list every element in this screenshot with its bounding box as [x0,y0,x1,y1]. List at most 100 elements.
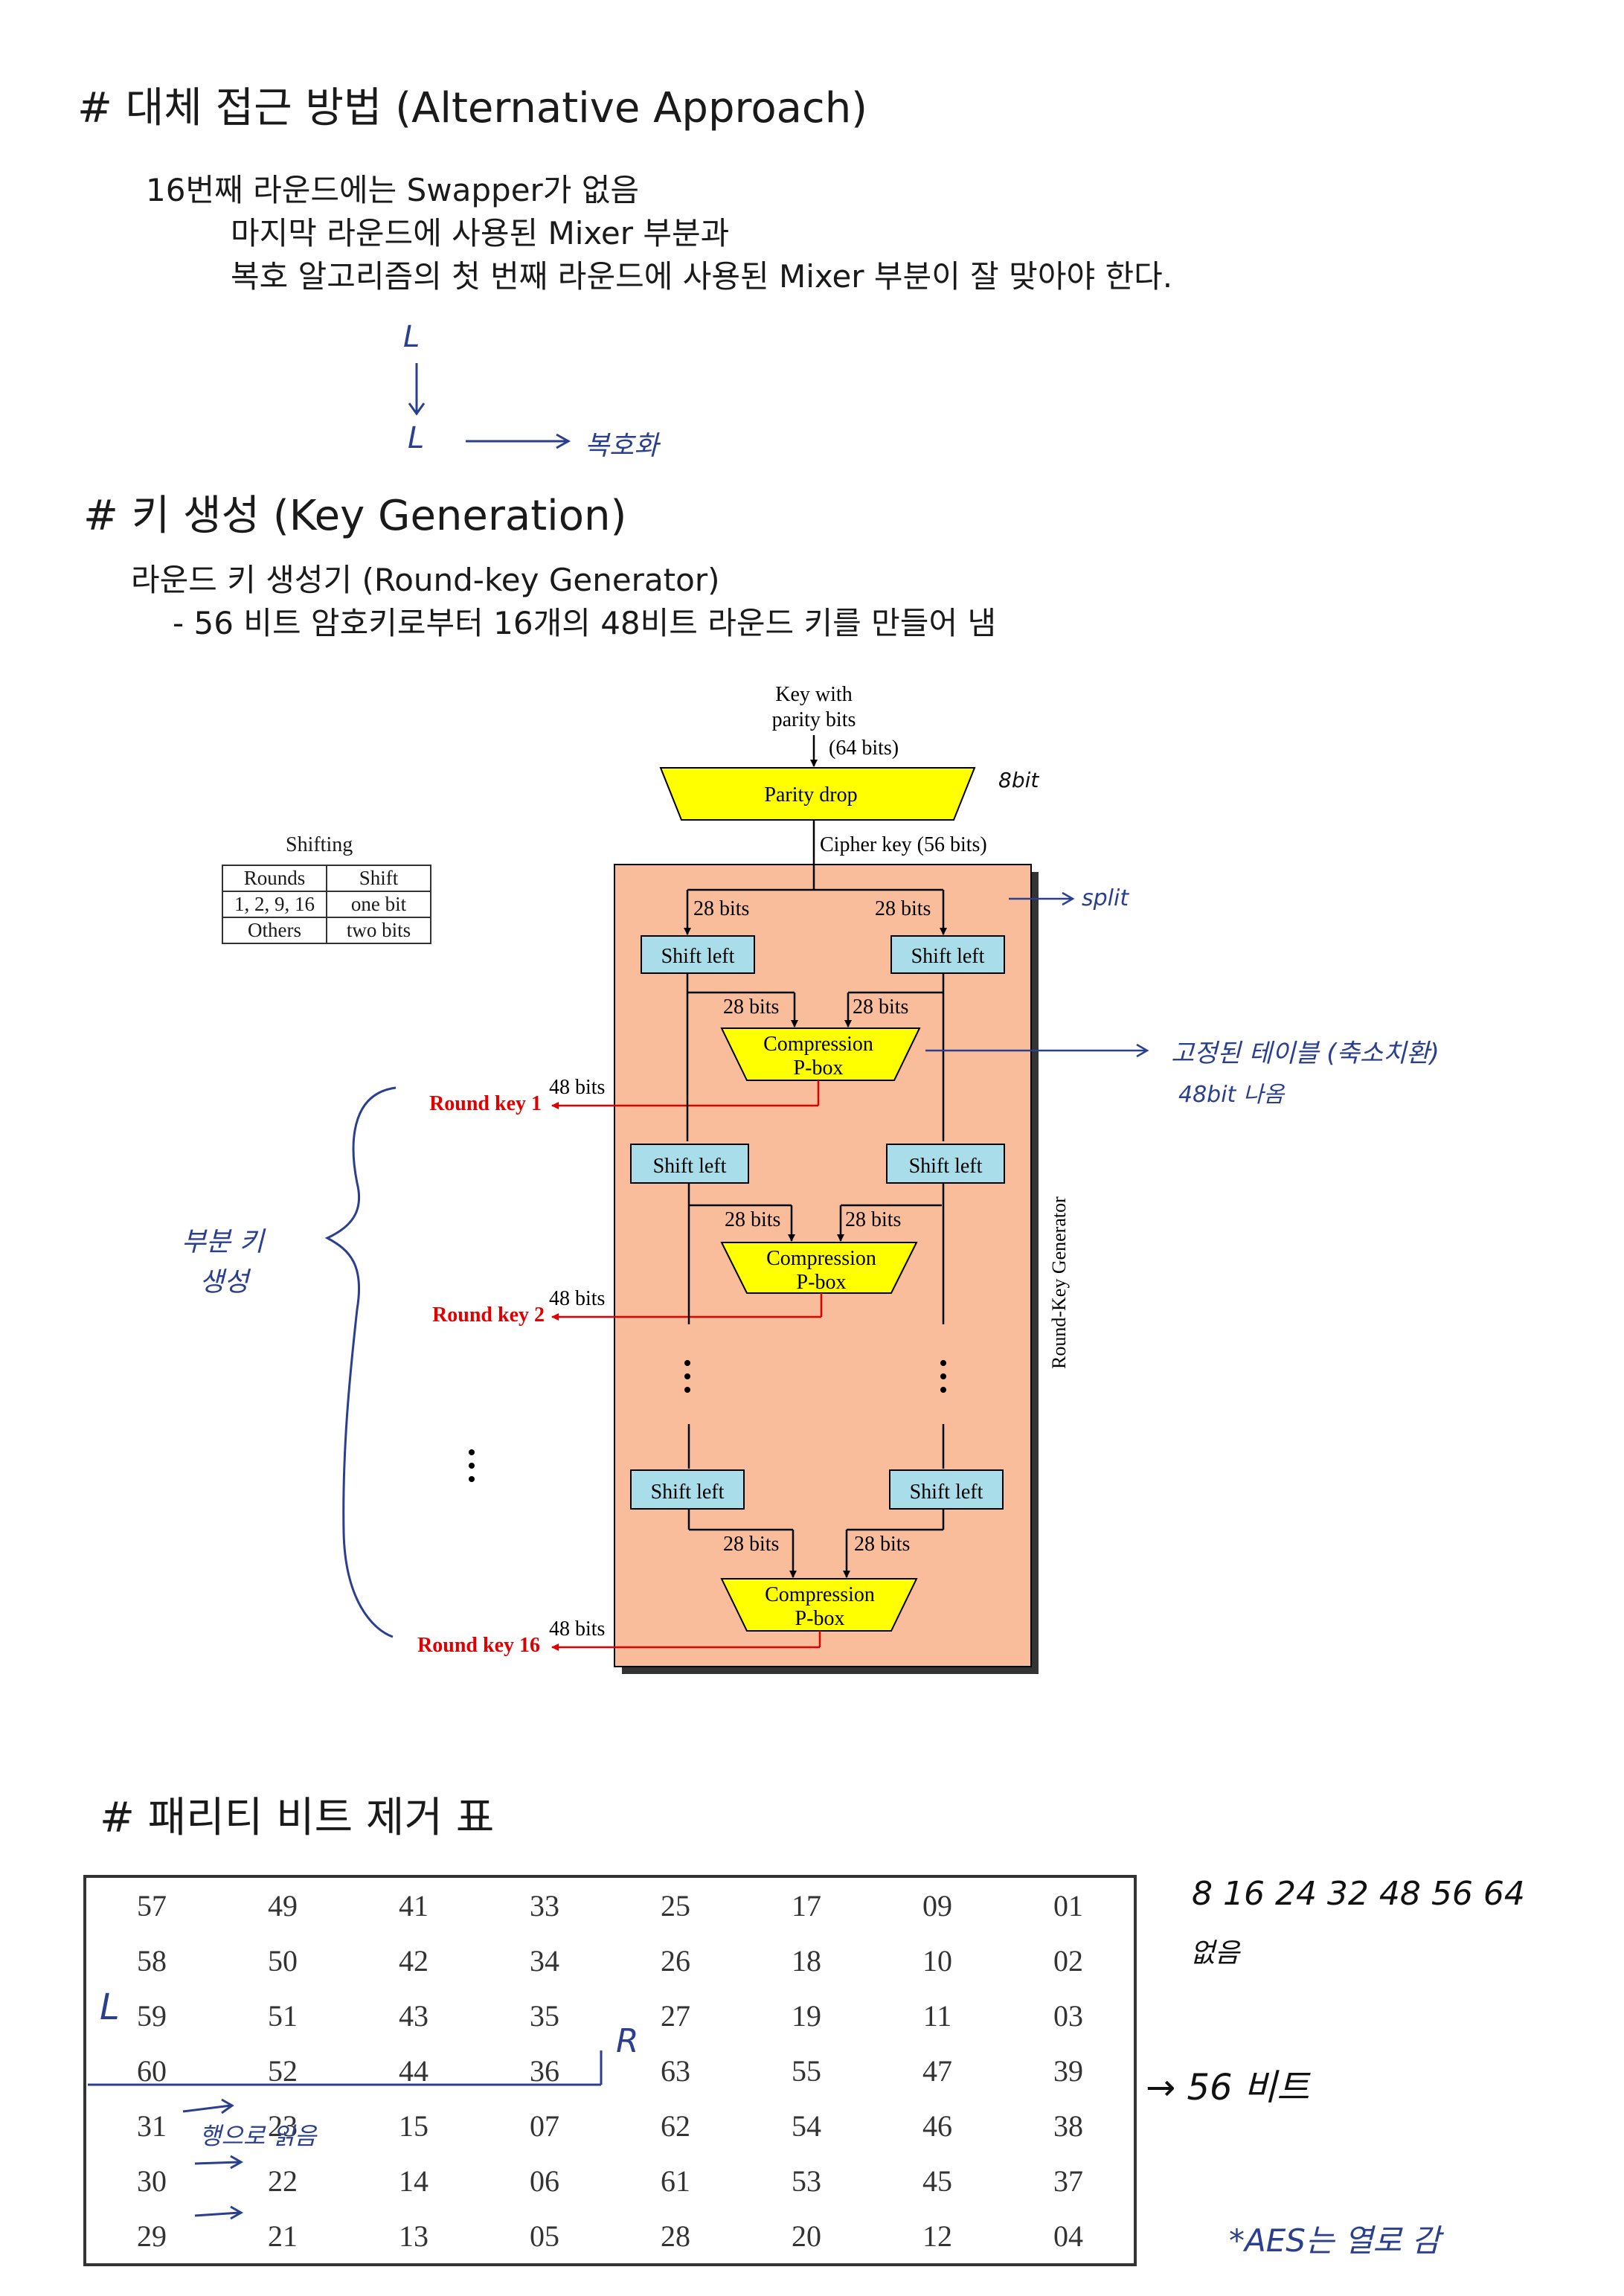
table-cell: 17 [792,1888,821,1923]
section-heading-parity-table: # 패리티 비트 제거 표 [100,1794,495,1842]
shifting-cell: Others [222,917,327,944]
table-cell: 50 [268,1943,298,1978]
pbox-label: P-box [795,1607,845,1630]
note-r-mark: R [616,2022,639,2060]
table-cell: 01 [1053,1888,1083,1923]
note-8bit: 8bit [998,768,1039,792]
table-cell: 43 [399,1998,429,2033]
round-key-2-label: Round key 2 [432,1303,545,1327]
pbox-label: P-box [797,1271,847,1294]
table-cell: 44 [399,2053,429,2088]
table-cell: 03 [1053,1998,1083,2033]
text-round-key-generator: 라운드 키 생성기 (Round-key Generator) [131,562,720,598]
bits-48-label: 48 bits [549,1617,605,1641]
table-cell: 49 [268,1888,298,1923]
table-cell: 45 [922,2164,952,2198]
note-read-by-row: 행으로 읽음 [199,2122,317,2150]
note-aes-columns: *AES는 열로 감 [1229,2222,1441,2259]
bits-28-label: 28 bits [854,1533,910,1556]
text-decrypt-first-mixer: 복호 알고리즘의 첫 번째 라운드에 사용된 Mixer 부분이 잘 맞아야 한… [231,258,1173,295]
round-key-1-label: Round key 1 [429,1092,542,1115]
compression-label: Compression [763,1033,873,1056]
note-decrypt: 복호화 [585,431,659,461]
note-right-arrow [466,433,571,449]
table-cell: 61 [661,2164,690,2198]
note-partial-key: 부분 키 [182,1227,264,1257]
table-cell: 10 [922,1943,952,1978]
bits-28-label: 28 bits [693,897,749,920]
note-down-arrow [408,363,426,416]
table-cell: 11 [922,1998,952,2033]
note-excluded: 없음 [1190,1938,1240,1969]
table-row: 57 49 41 33 25 17 09 01 [85,1876,1135,1933]
table-cell: 28 [661,2219,690,2253]
table-cell: 54 [792,2109,821,2143]
input-label-2: parity bits [772,708,856,731]
table-row: 58 50 42 34 26 18 10 02 [85,1933,1135,1988]
table-cell: 46 [922,2109,952,2143]
handwritten-brace [324,1086,397,1638]
table-cell: 58 [137,1943,167,1978]
shifting-header-rounds: Rounds [222,865,327,892]
shift-left-label: Shift left [909,1155,983,1178]
shift-left-label: Shift left [661,945,735,968]
table-cell: 29 [137,2219,167,2253]
table-cell: 18 [792,1943,821,1978]
table-cell: 19 [792,1998,821,2033]
shifting-cell: one bit [326,891,431,918]
table-cell: 15 [399,2109,429,2143]
compression-pbox [720,1242,918,1294]
note-l-bottom: L [408,421,425,455]
parity-drop-table: 57 49 41 33 25 17 09 01 58 50 42 34 26 1… [83,1875,1137,2266]
round-key-16-label: Round key 16 [417,1634,540,1657]
compression-pbox [720,1578,918,1632]
table-cell: 36 [530,2053,559,2088]
shift-left-box [630,1144,749,1184]
table-row: 59 51 43 35 27 19 11 03 [85,1988,1135,2043]
table-cell: 57 [137,1888,167,1923]
table-cell: 42 [399,1943,429,1978]
note-l-top: L [403,320,420,354]
shifting-cell: two bits [326,917,431,944]
table-cell: 59 [137,1998,167,2033]
note-multiples-of-8: 8 16 24 32 48 56 64 [1192,1875,1525,1913]
note-56-bits: → 56 비트 [1146,2067,1310,2109]
table-row: 31 23 15 07 62 54 46 38 [85,2098,1135,2153]
ellipsis-dots [469,1360,946,1482]
note-generation: 생성 [199,1267,249,1298]
table-cell: 05 [530,2219,559,2253]
table-cell: 20 [792,2219,821,2253]
shift-left-label: Shift left [653,1155,727,1178]
shifting-header-shift: Shift [326,865,431,892]
bits-48-label: 48 bits [549,1287,605,1310]
generator-label: Round-Key Generator [1048,1196,1070,1369]
table-cell: 06 [530,2164,559,2198]
table-cell: 35 [530,1998,559,2033]
shift-left-box [630,1469,745,1510]
section-heading-key-generation: # 키 생성 (Key Generation) [83,492,627,540]
table-cell: 51 [268,1998,298,2033]
bits-48-label: 48 bits [549,1076,605,1099]
table-cell: 62 [661,2109,690,2143]
table-cell: 04 [1053,2219,1083,2253]
bits-28-label: 28 bits [723,1533,779,1556]
input-bits-label: (64 bits) [829,737,899,760]
table-cell: 26 [661,1943,690,1978]
table-cell: 27 [661,1998,690,2033]
shifting-title: Shifting [286,833,353,856]
text-no-swapper: 16번째 라운드에는 Swapper가 없음 [146,172,640,208]
table-cell: 22 [268,2164,298,2198]
table-cell: 63 [661,2053,690,2088]
text-last-round-mixer: 마지막 라운드에 사용된 Mixer 부분과 [231,215,730,251]
table-cell: 30 [137,2164,167,2198]
parity-drop-box [659,767,976,821]
cipher-key-label: Cipher key (56 bits) [820,833,987,856]
shift-left-label: Shift left [651,1481,725,1504]
note-split: split [1082,885,1129,911]
table-cell: 09 [922,1888,952,1923]
shift-left-box [886,1144,1005,1184]
bits-28-label: 28 bits [723,995,779,1019]
table-cell: 53 [792,2164,821,2198]
shifting-table: Rounds Shift 1, 2, 9, 16 one bit Others … [222,865,431,944]
